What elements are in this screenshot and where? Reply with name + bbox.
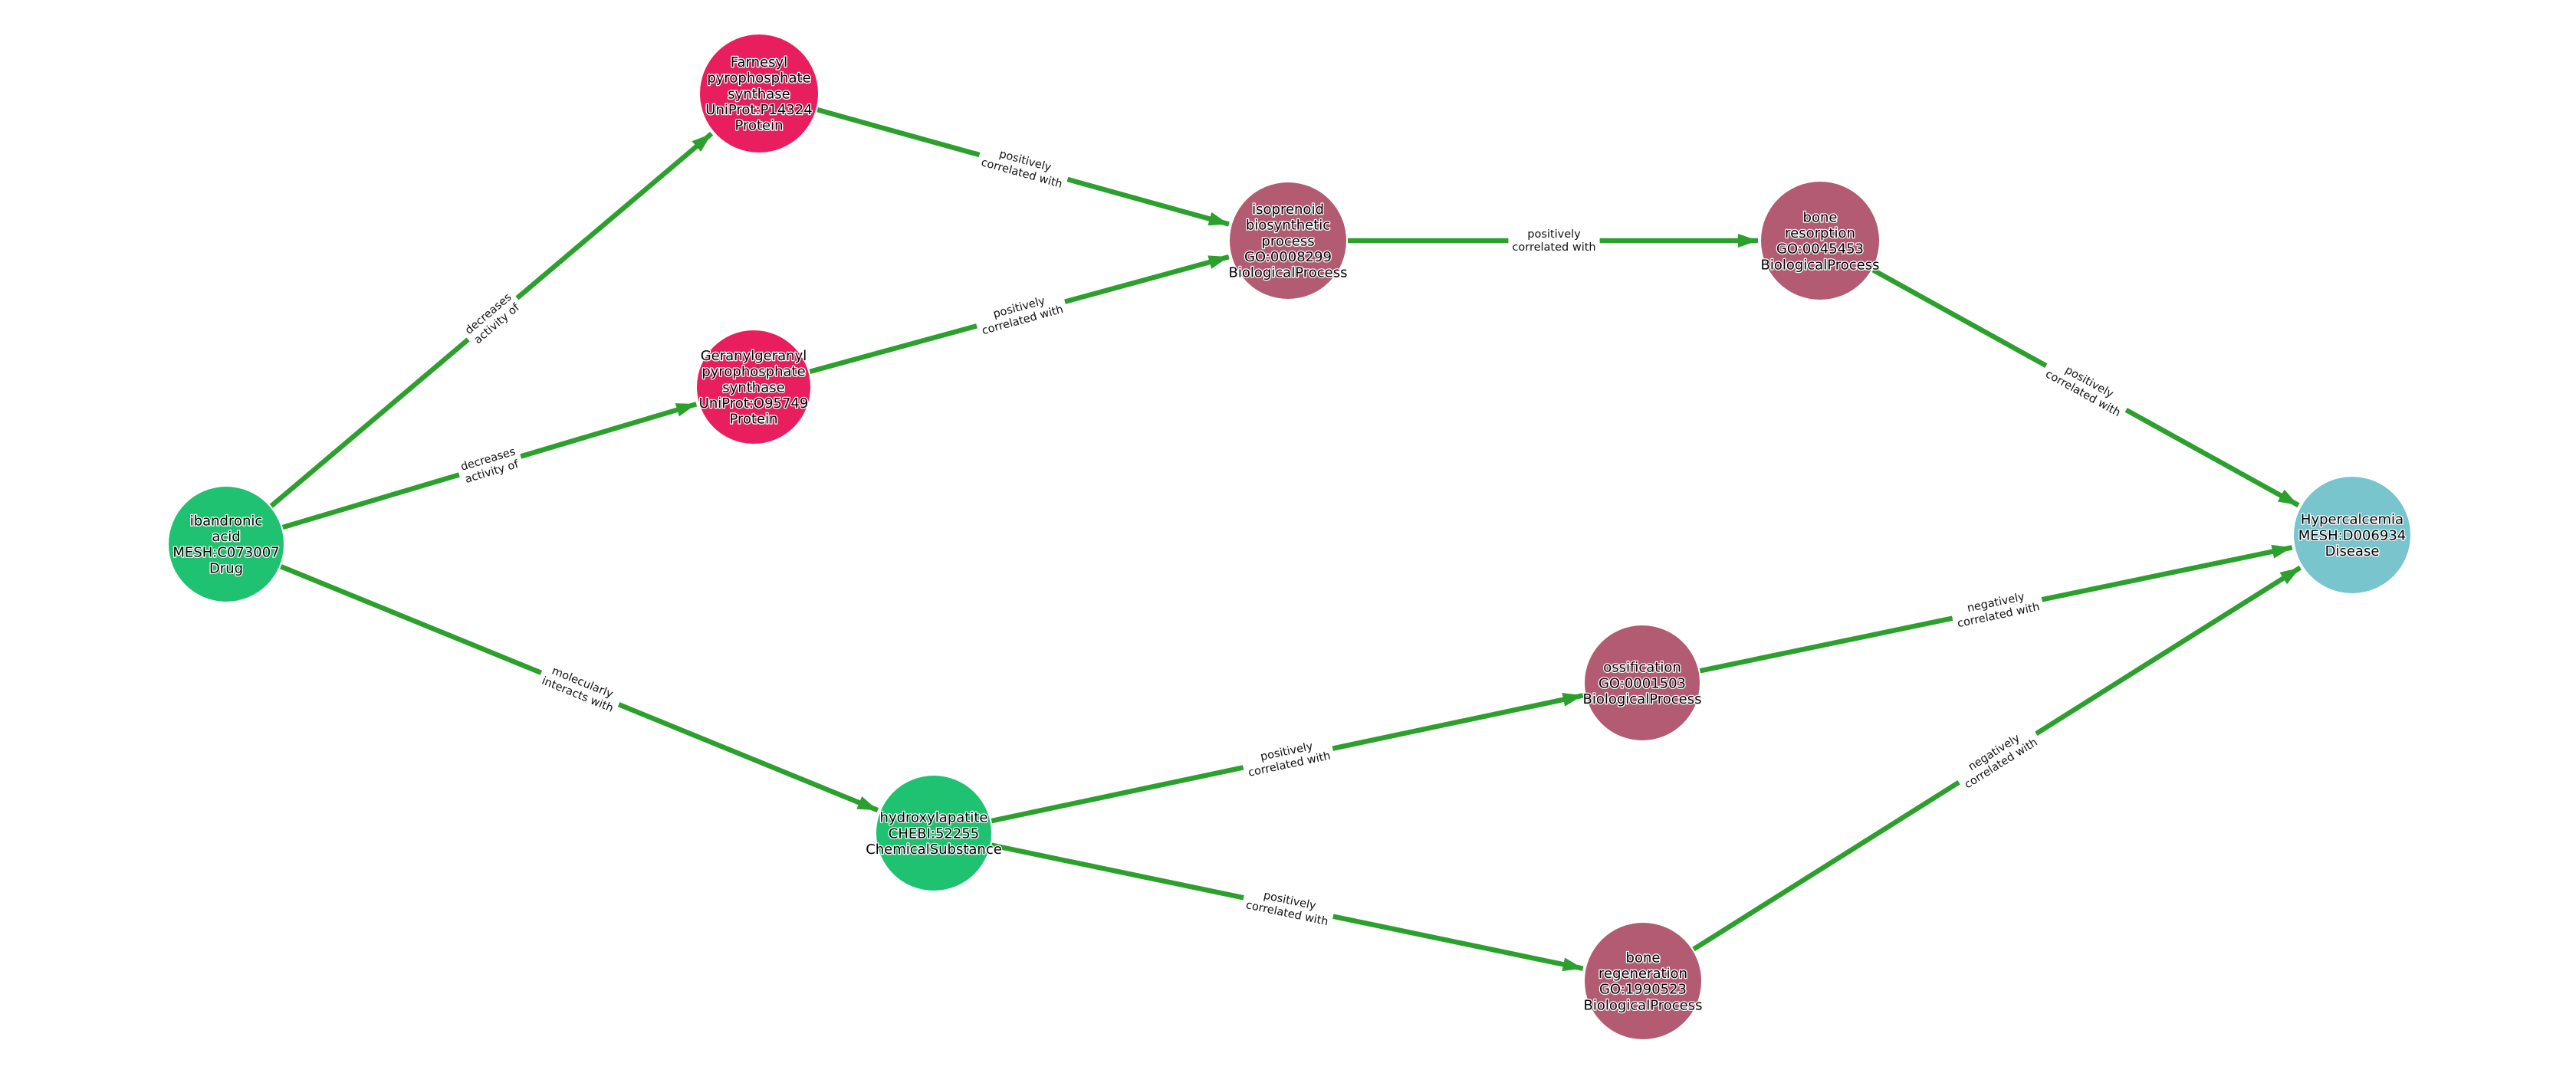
node-circle-bone_resorption — [1761, 182, 1879, 300]
node-circle-hypercalcemia — [2294, 477, 2410, 593]
edge-label-bg — [1951, 721, 2044, 795]
node-circle-bone_regeneration — [1585, 923, 1701, 1039]
edge-label-bg — [455, 443, 525, 489]
edge-label-bg — [975, 141, 1072, 194]
edge-label-bg — [973, 288, 1069, 340]
edge-label-bg — [1508, 226, 1600, 255]
edge-label-hydroxylapatite-to-ossification: positivelycorrelated with — [1240, 734, 1336, 782]
edge-label-bg — [1949, 586, 2045, 633]
edge-label-bg — [458, 287, 527, 351]
node-circle-ossification — [1585, 625, 1700, 740]
edge-label-bg — [1240, 884, 1336, 931]
node-circle-ibandronic_acid — [169, 487, 284, 602]
node-circle-farnesyl_pps — [700, 34, 818, 153]
edge-label-bg — [2039, 353, 2133, 423]
node-circle-isoprenoid_biosynthetic_process — [1230, 182, 1346, 299]
edge-label-bg — [535, 660, 624, 718]
edge-label-farnesyl_pps-to-isoprenoid_biosynthetic_process: positivelycorrelated with — [975, 141, 1072, 194]
edge-label-bg — [1240, 734, 1336, 782]
node-circle-geranylgeranyl_pps — [697, 330, 810, 444]
node-circle-hydroxylapatite — [876, 776, 991, 891]
